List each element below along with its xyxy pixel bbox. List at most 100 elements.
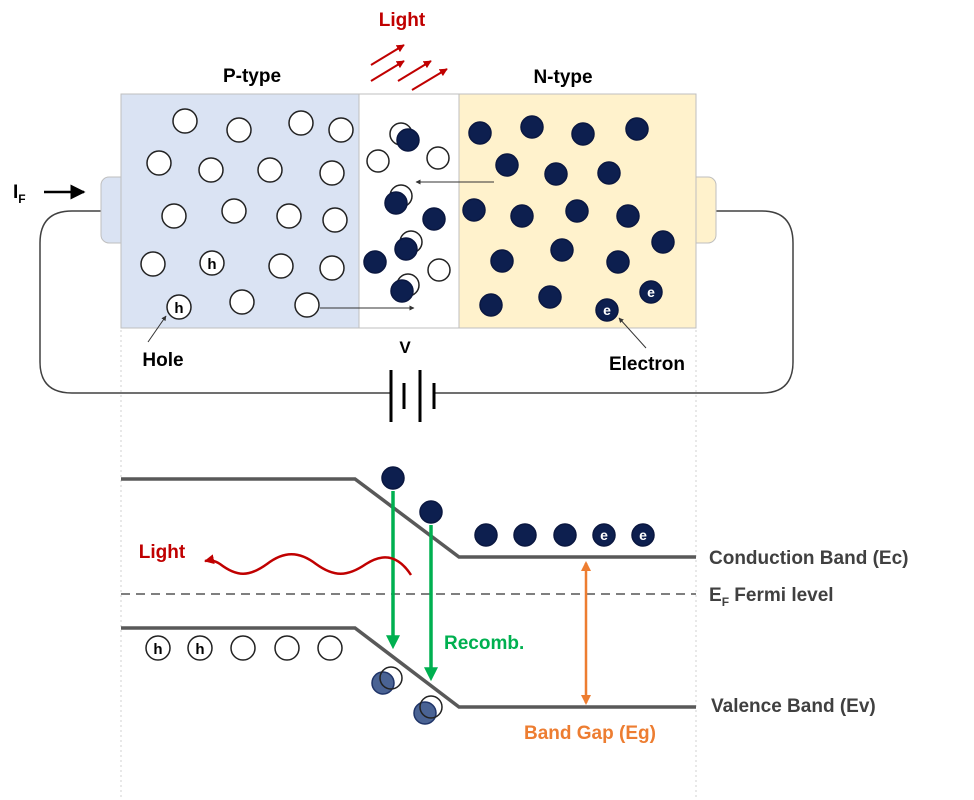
electron bbox=[474, 523, 498, 547]
n-type-label: N-type bbox=[533, 67, 592, 88]
circuit-wire bbox=[39, 210, 794, 394]
electron bbox=[520, 115, 544, 139]
electron bbox=[597, 161, 621, 185]
electron bbox=[490, 249, 514, 273]
labelled-electron: e bbox=[639, 280, 663, 304]
svg-text:h: h bbox=[153, 641, 162, 658]
recombination-label: Recomb. bbox=[444, 633, 524, 654]
recombining-electron bbox=[371, 671, 395, 695]
conduction-band-electrons bbox=[381, 466, 577, 547]
labelled-hole: h bbox=[145, 635, 171, 661]
electron bbox=[394, 237, 418, 261]
electron bbox=[625, 117, 649, 141]
electron bbox=[553, 523, 577, 547]
hole bbox=[366, 149, 390, 173]
hole bbox=[288, 110, 314, 136]
labelled-hole: h bbox=[187, 635, 213, 661]
hole bbox=[161, 203, 187, 229]
valence-band-line bbox=[121, 626, 696, 709]
photon-wave-icon bbox=[204, 553, 413, 576]
electron bbox=[462, 198, 486, 222]
electron bbox=[571, 122, 595, 146]
labelled-electron: e bbox=[631, 523, 655, 547]
svg-text:e: e bbox=[647, 284, 655, 300]
labelled-electron: e bbox=[595, 298, 619, 322]
electron bbox=[513, 523, 537, 547]
electron bbox=[422, 207, 446, 231]
p-region-holes bbox=[140, 108, 354, 318]
hole bbox=[319, 255, 345, 281]
hole bbox=[276, 203, 302, 229]
light-emission-icon bbox=[370, 44, 448, 91]
electron bbox=[544, 162, 568, 186]
labelled-electron: e bbox=[592, 523, 616, 547]
hole bbox=[322, 207, 348, 233]
hole bbox=[172, 108, 198, 134]
depletion-carriers bbox=[363, 122, 451, 303]
electron bbox=[606, 250, 630, 274]
hole bbox=[257, 157, 283, 183]
recombining-hole bbox=[379, 666, 403, 690]
hole bbox=[230, 635, 256, 661]
voltage-label: V bbox=[399, 338, 411, 357]
n-region-electrons bbox=[462, 115, 675, 317]
valence-band-holes bbox=[230, 635, 343, 661]
hole bbox=[317, 635, 343, 661]
labelled-hole: h bbox=[199, 250, 225, 276]
fermi-level-label: EF Fermi level bbox=[709, 585, 834, 609]
guide-lines bbox=[120, 330, 697, 800]
electron bbox=[468, 121, 492, 145]
hole bbox=[229, 289, 255, 315]
electron bbox=[390, 279, 414, 303]
hole bbox=[274, 635, 300, 661]
electron bbox=[510, 204, 534, 228]
hole bbox=[319, 160, 345, 186]
recombining-carriers bbox=[371, 666, 443, 725]
electron bbox=[363, 250, 387, 274]
hole bbox=[140, 251, 166, 277]
hole bbox=[146, 150, 172, 176]
electron bbox=[479, 293, 503, 317]
valence-band-label: Valence Band (Ev) bbox=[711, 696, 876, 717]
electron bbox=[565, 199, 589, 223]
svg-text:h: h bbox=[195, 641, 204, 658]
light-label-top: Light bbox=[379, 10, 426, 31]
light-label-band: Light bbox=[139, 542, 186, 563]
recombining-hole bbox=[419, 695, 443, 719]
electron bbox=[616, 204, 640, 228]
hole-label: Hole bbox=[142, 350, 183, 371]
electron-pointer-arrow bbox=[618, 317, 647, 349]
hole bbox=[198, 157, 224, 183]
electron bbox=[538, 285, 562, 309]
electron bbox=[381, 466, 405, 490]
electron bbox=[419, 500, 443, 524]
conduction-band-line bbox=[121, 477, 696, 559]
electron bbox=[396, 128, 420, 152]
labelled-hole: h bbox=[166, 294, 192, 320]
hole bbox=[427, 258, 451, 282]
svg-text:e: e bbox=[600, 527, 608, 543]
hole bbox=[226, 117, 252, 143]
conduction-band-label: Conduction Band (Ec) bbox=[709, 548, 908, 569]
hole-pointer-arrow bbox=[147, 315, 167, 343]
hole bbox=[268, 253, 294, 279]
hole bbox=[426, 146, 450, 170]
electron-label: Electron bbox=[609, 354, 685, 375]
electron bbox=[384, 191, 408, 215]
svg-text:h: h bbox=[207, 256, 216, 273]
svg-text:e: e bbox=[639, 527, 647, 543]
battery-icon bbox=[389, 370, 436, 422]
hole bbox=[221, 198, 247, 224]
svg-text:h: h bbox=[174, 300, 183, 317]
hole bbox=[328, 117, 354, 143]
electron bbox=[651, 230, 675, 254]
hole bbox=[294, 292, 320, 318]
electron bbox=[550, 238, 574, 262]
band-gap-label: Band Gap (Eg) bbox=[524, 723, 656, 744]
svg-text:e: e bbox=[603, 302, 611, 318]
p-type-label: P-type bbox=[223, 66, 281, 87]
forward-current-label: IF bbox=[13, 182, 26, 206]
recombining-electron bbox=[413, 701, 437, 725]
electron bbox=[495, 153, 519, 177]
